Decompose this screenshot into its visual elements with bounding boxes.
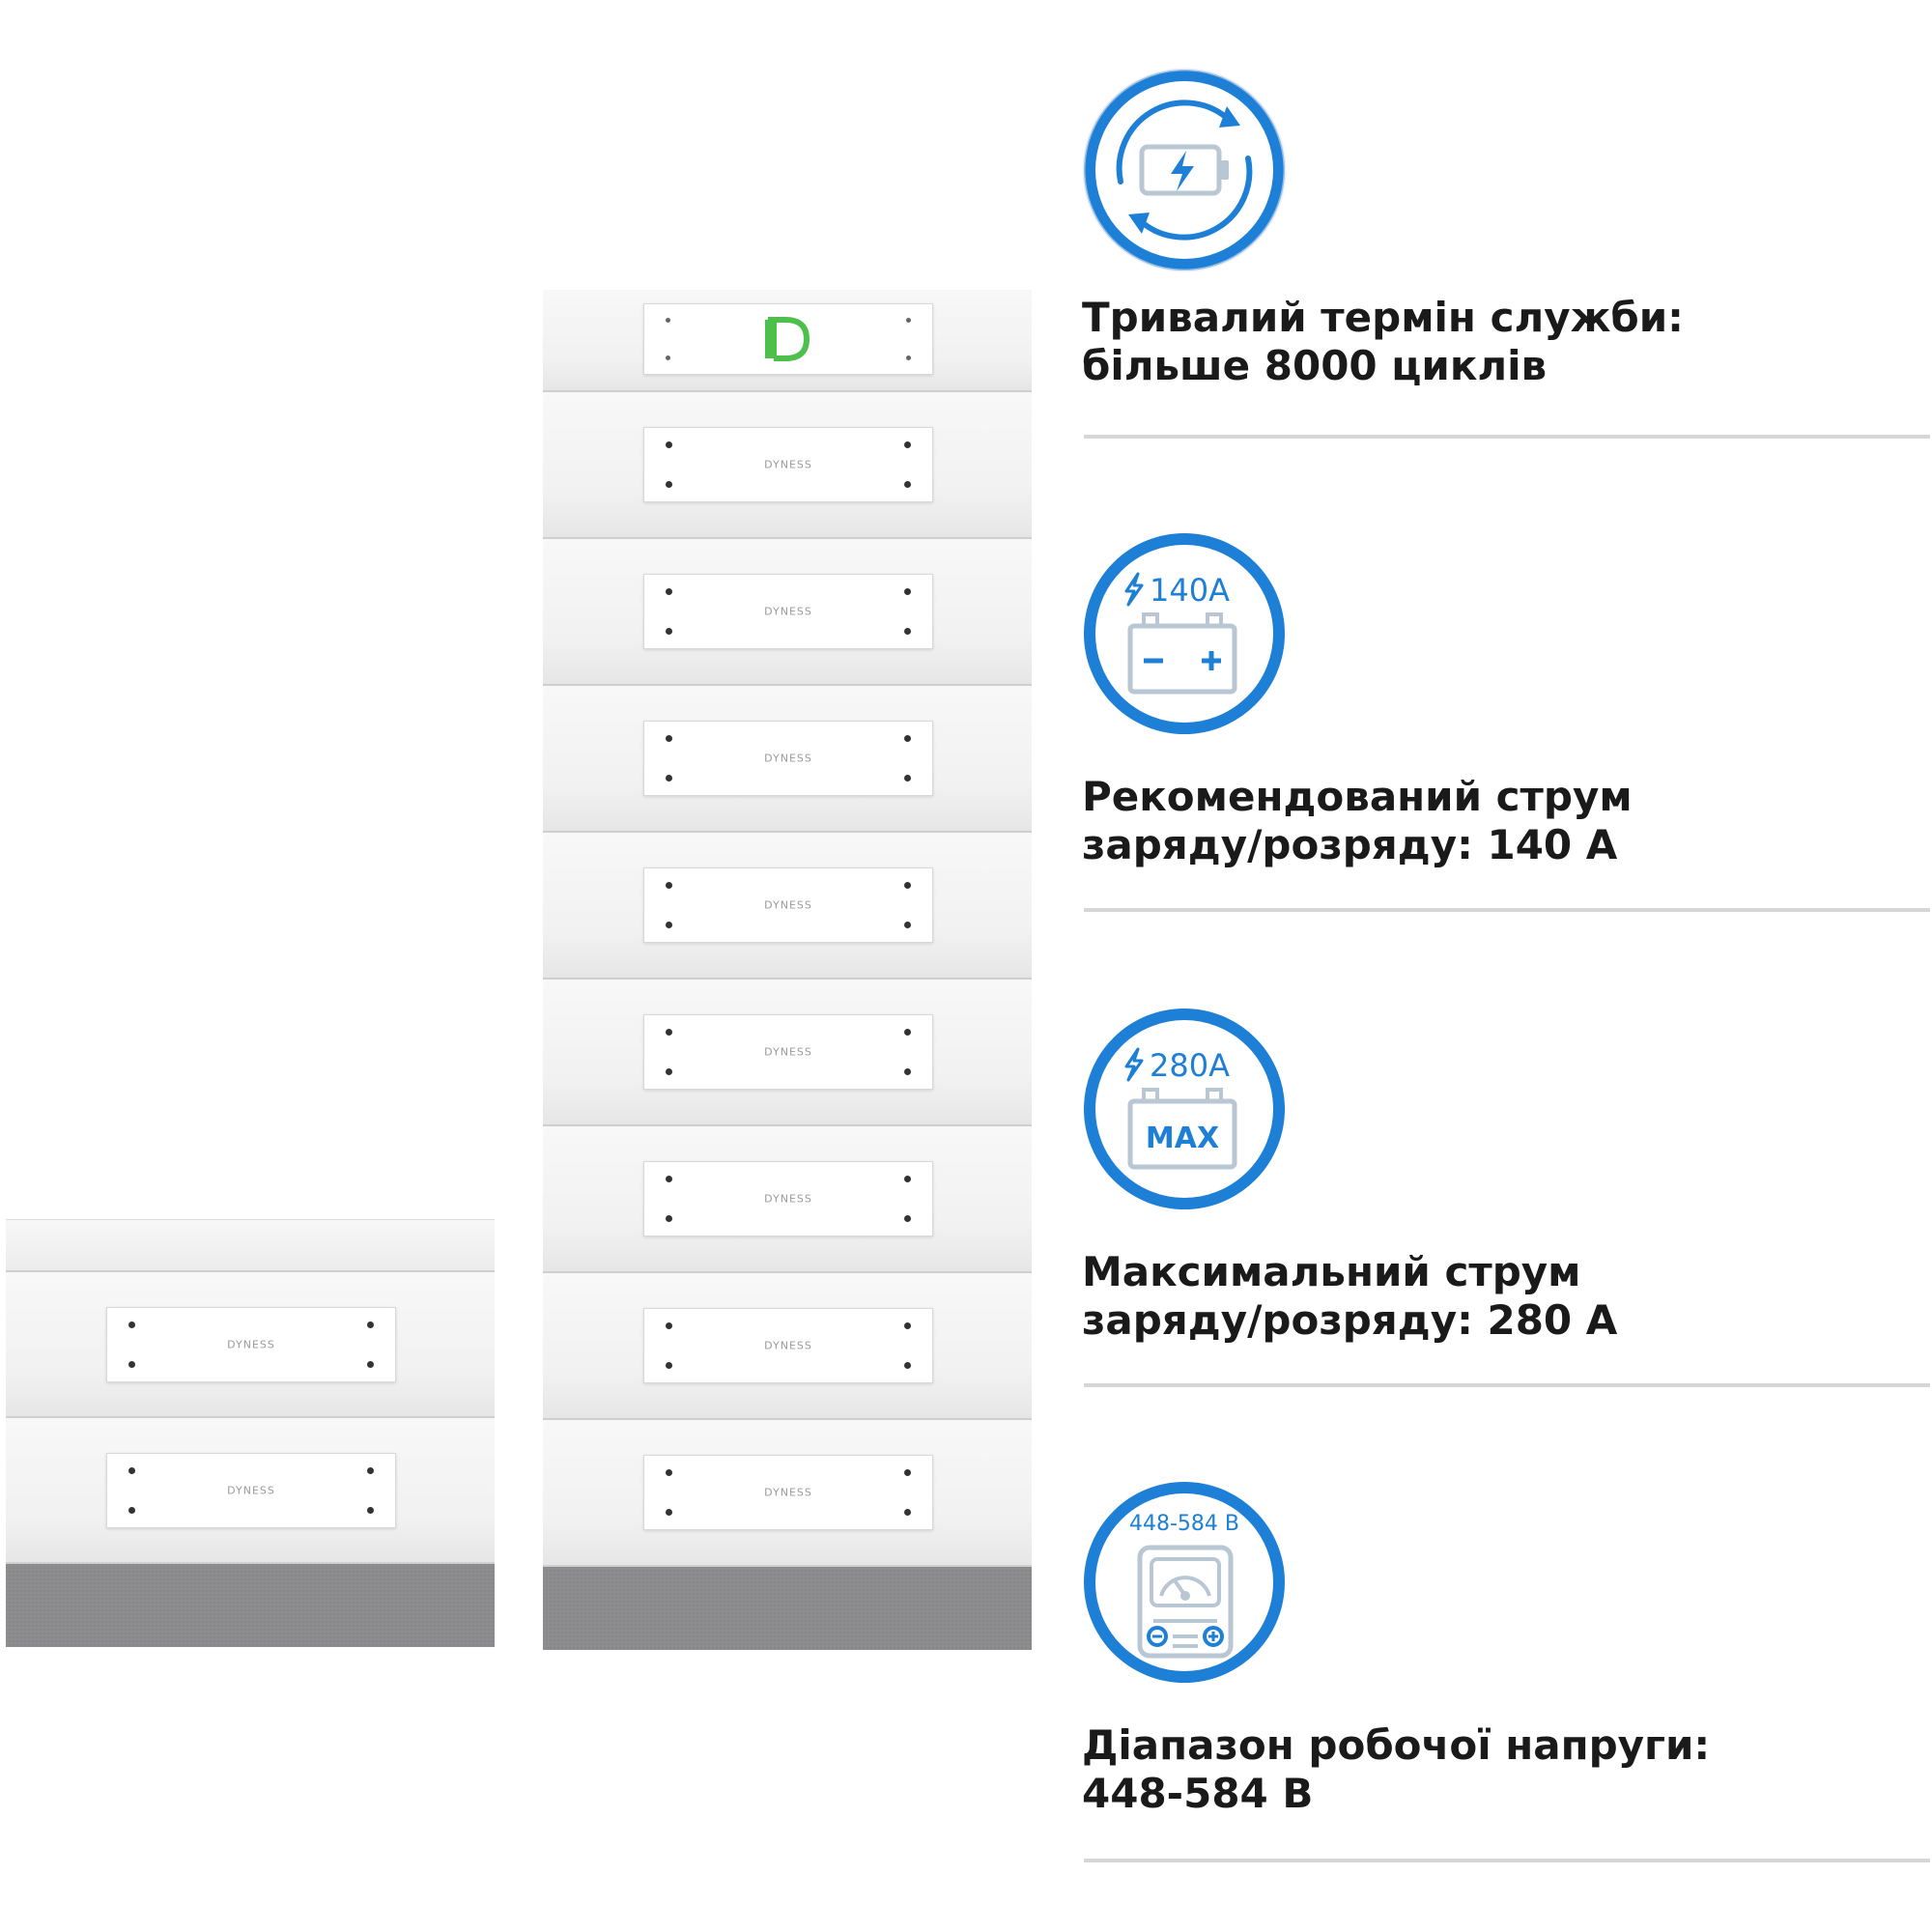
battery-module: DYNESS: [543, 1273, 1032, 1420]
stack-top-cover: [6, 1219, 495, 1272]
icon-current-label: 140A: [1150, 572, 1230, 609]
battery-module: DYNESS: [543, 539, 1032, 686]
stack-base: [543, 1567, 1032, 1650]
brand-label: DYNESS: [764, 1192, 812, 1206]
battery-module: DYNESS: [543, 1126, 1032, 1273]
bms-control-module: [543, 290, 1032, 392]
module-front-panel: DYNESS: [643, 1161, 933, 1236]
feature-value: більше 8000 циклів: [1082, 342, 1548, 389]
divider: [1084, 435, 1930, 439]
module-front-panel: DYNESS: [643, 867, 933, 943]
brand-label: DYNESS: [764, 1339, 812, 1352]
brand-label: DYNESS: [764, 458, 812, 471]
feature-value: заряду/розряду: 140 А: [1082, 821, 1618, 868]
feature-title: Діапазон робочої напруги:: [1082, 1721, 1711, 1769]
brand-label: DYNESS: [764, 605, 812, 618]
battery-module: DYNESS: [6, 1418, 495, 1564]
divider: [1084, 1859, 1930, 1862]
feature-value: 448-584 В: [1082, 1770, 1314, 1817]
brand-label: DYNESS: [227, 1338, 275, 1351]
icon-voltage-label: 448-584 B: [1129, 1512, 1239, 1536]
battery-module: DYNESS: [543, 833, 1032, 980]
feature-service-life: Тривалий термін служби: більше 8000 цикл…: [1082, 68, 1932, 444]
voltmeter-icon: 448-584 B: [1084, 1482, 1285, 1683]
brand-label: DYNESS: [764, 1045, 812, 1059]
feature-max-current: 280A MAX Максимальний струм заряду/розря…: [1082, 1007, 1932, 1393]
battery-current-140-icon: 140A: [1084, 533, 1285, 734]
feature-recommended-current: 140A Рекомендований струм заряду/розряду…: [1082, 531, 1932, 918]
module-front-panel: DYNESS: [643, 1455, 933, 1530]
module-front-panel: DYNESS: [106, 1453, 396, 1528]
icon-max-badge: MAX: [1146, 1122, 1219, 1155]
module-front-panel: DYNESS: [643, 721, 933, 796]
module-front-panel: DYNESS: [643, 1014, 933, 1090]
battery-max-current-280-icon: 280A MAX: [1084, 1009, 1285, 1209]
battery-stack-tall: DYNESS DYNESS DYNESS DYNESS DYNESS DYNES…: [543, 290, 1032, 1650]
icon-current-label: 280A: [1150, 1047, 1230, 1084]
module-front-panel: DYNESS: [643, 574, 933, 649]
brand-label: DYNESS: [764, 1486, 812, 1499]
battery-cycle-icon: [1082, 68, 1287, 272]
module-front-panel: DYNESS: [643, 427, 933, 502]
battery-module: DYNESS: [6, 1272, 495, 1418]
battery-module: DYNESS: [543, 980, 1032, 1126]
divider: [1084, 908, 1930, 912]
brand-label: DYNESS: [764, 752, 812, 765]
module-front-panel: DYNESS: [643, 1308, 933, 1383]
stack-base: [6, 1564, 495, 1647]
brand-label: DYNESS: [764, 898, 812, 912]
feature-title: Рекомендований струм: [1082, 773, 1633, 820]
divider: [1084, 1383, 1930, 1387]
brand-label: DYNESS: [227, 1484, 275, 1497]
feature-title: Тривалий термін служби:: [1082, 294, 1684, 341]
dyness-logo-icon: [765, 317, 810, 361]
battery-module: DYNESS: [543, 392, 1032, 539]
battery-stack-small: DYNESS DYNESS: [6, 1219, 495, 1647]
bms-front-panel: [643, 303, 933, 375]
feature-title: Максимальний струм: [1082, 1248, 1581, 1295]
battery-module: DYNESS: [543, 1420, 1032, 1567]
battery-module: DYNESS: [543, 686, 1032, 833]
feature-value: заряду/розряду: 280 А: [1082, 1296, 1618, 1344]
module-front-panel: DYNESS: [106, 1307, 396, 1382]
feature-voltage-range: 448-584 B Діапазон робочої напруги: 448-…: [1082, 1480, 1932, 1866]
